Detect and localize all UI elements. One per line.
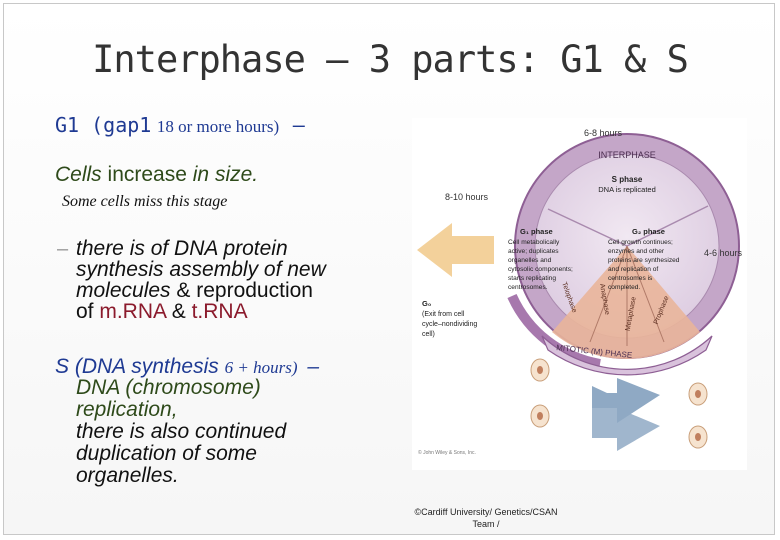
g1-word-cells: Cells: [55, 163, 102, 186]
g2-phase-lines: Cell growth continues; enzymes and other…: [608, 239, 680, 291]
g1-bullet: –: [57, 238, 69, 260]
g1-line-cells: Cells increase in size.: [55, 163, 258, 187]
g2-phase-title: G₂ phase: [632, 227, 665, 236]
g1-bullet-line-3: molecules & reproduction: [76, 280, 326, 301]
s-heading-hours: 6 + hours): [224, 358, 298, 377]
daughter-cell-2-nucleus: [695, 433, 701, 441]
credit: ©Cardiff University/ Genetics/CSAN Team …: [396, 506, 576, 530]
s-phase-title: S phase: [612, 175, 643, 184]
g2-line-3: proteins are synthesized: [608, 257, 680, 264]
divider-s-g2: [626, 205, 709, 247]
cell-cycle-diagram: 6-8 hours 8-10 hours 4-6 hours INTERPHAS…: [412, 118, 747, 470]
division-arrow-down: [592, 408, 660, 451]
division-arrow-up: [592, 378, 660, 423]
s-heading: S (DNA synthesis 6 + hours) –: [55, 355, 319, 379]
g1-word-molecules: molecules: [76, 279, 171, 302]
mitotic-band: [541, 335, 713, 376]
mitosis-divider-3: [626, 245, 665, 343]
g2-line-4: and replication of: [608, 266, 658, 273]
label-8-10-hours: 8-10 hours: [445, 192, 489, 202]
g2-line-5: centrosomes is: [608, 275, 653, 282]
g1-line-1: Cell metabolically: [508, 239, 560, 246]
s-line-1: DNA (chromosome): [76, 376, 261, 399]
g1-phase-title: G₁ phase: [520, 227, 553, 236]
interphase-label: INTERPHASE: [598, 150, 656, 160]
credit-line-1: ©Cardiff University/ Genetics/CSAN: [414, 507, 558, 517]
s-heading-dash: –: [307, 355, 320, 378]
g1-bullet-line-4: of m.RNA & t.RNA: [76, 301, 326, 322]
g1-line-miss: Some cells miss this stage: [62, 193, 228, 210]
s-line-4: duplication of some: [76, 442, 257, 465]
label-4-6-hours: 4-6 hours: [704, 248, 743, 258]
slide-title: Interphase – 3 parts: G1 & S: [92, 38, 689, 81]
g1-line-2: active; duplicates: [508, 248, 559, 255]
s-line-5: organelles.: [76, 464, 179, 487]
g1-heading-hours: 18 or more hours): [156, 117, 280, 136]
g1-word-size: in size.: [192, 163, 259, 186]
g0-line-3: cell): [422, 331, 435, 338]
s-heading-label: S (DNA synthesis: [55, 355, 219, 378]
g0-title: G₀: [422, 299, 431, 308]
g1-word-trna: t.RNA: [191, 300, 248, 323]
divider-g1-s: [547, 208, 628, 247]
g0-exit-arrow: [417, 223, 494, 277]
cell-cycle-svg: 6-8 hours 8-10 hours 4-6 hours INTERPHAS…: [417, 128, 743, 456]
g2-line-1: Cell growth continues;: [608, 239, 673, 246]
g2-line-6: completed.: [608, 284, 640, 291]
g1-word-of: of: [76, 300, 94, 323]
credit-line-2: Team /: [472, 519, 500, 529]
s-line-3: there is also continued: [76, 420, 287, 443]
label-6-8-hours: 6-8 hours: [584, 128, 623, 138]
g1-bullet-text: there is of DNA protein synthesis assemb…: [76, 238, 326, 322]
g0-line-2: cycle–nondividing: [422, 321, 477, 328]
g1-phase-lines: Cell metabolically active; duplicates or…: [508, 239, 573, 291]
g1-word-mrna: m.RNA: [99, 300, 166, 323]
mitosis-divider-1: [589, 245, 628, 343]
g1-word-and: &: [171, 300, 186, 323]
g1-bullet-line-2: synthesis assembly of new: [76, 258, 326, 281]
g1-heading-dash: –: [292, 113, 305, 137]
parent-cell-top-nucleus: [537, 366, 543, 374]
diagram-copyright: © John Wiley & Sons, Inc.: [418, 449, 476, 456]
g1-line-4: cytosolic components;: [508, 266, 573, 273]
s-line-2: replication,: [76, 398, 178, 421]
g1-bullet-line-1: there is of DNA protein: [76, 237, 288, 260]
g0-line-1: (Exit from cell: [422, 311, 465, 318]
g1-word-increase: increase: [107, 163, 187, 186]
mitosis-wedge: [552, 246, 700, 359]
daughter-cell-1-nucleus: [695, 390, 701, 398]
s-body: DNA (chromosome) replication, there is a…: [76, 377, 286, 487]
g1-word-reproduction: & reproduction: [176, 279, 313, 302]
g1-line-5: starts replicating: [508, 275, 556, 282]
g1-heading: G1 (gap1 18 or more hours) –: [55, 113, 305, 138]
g1-heading-label: G1 (gap1: [55, 113, 152, 137]
g1-line-6: centrosomes.: [508, 284, 548, 291]
g1-line-3: organelles and: [508, 257, 552, 264]
s-phase-desc: DNA is replicated: [598, 185, 656, 194]
parent-cell-nucleus: [537, 412, 543, 420]
g2-line-2: enzymes and other: [608, 248, 665, 255]
